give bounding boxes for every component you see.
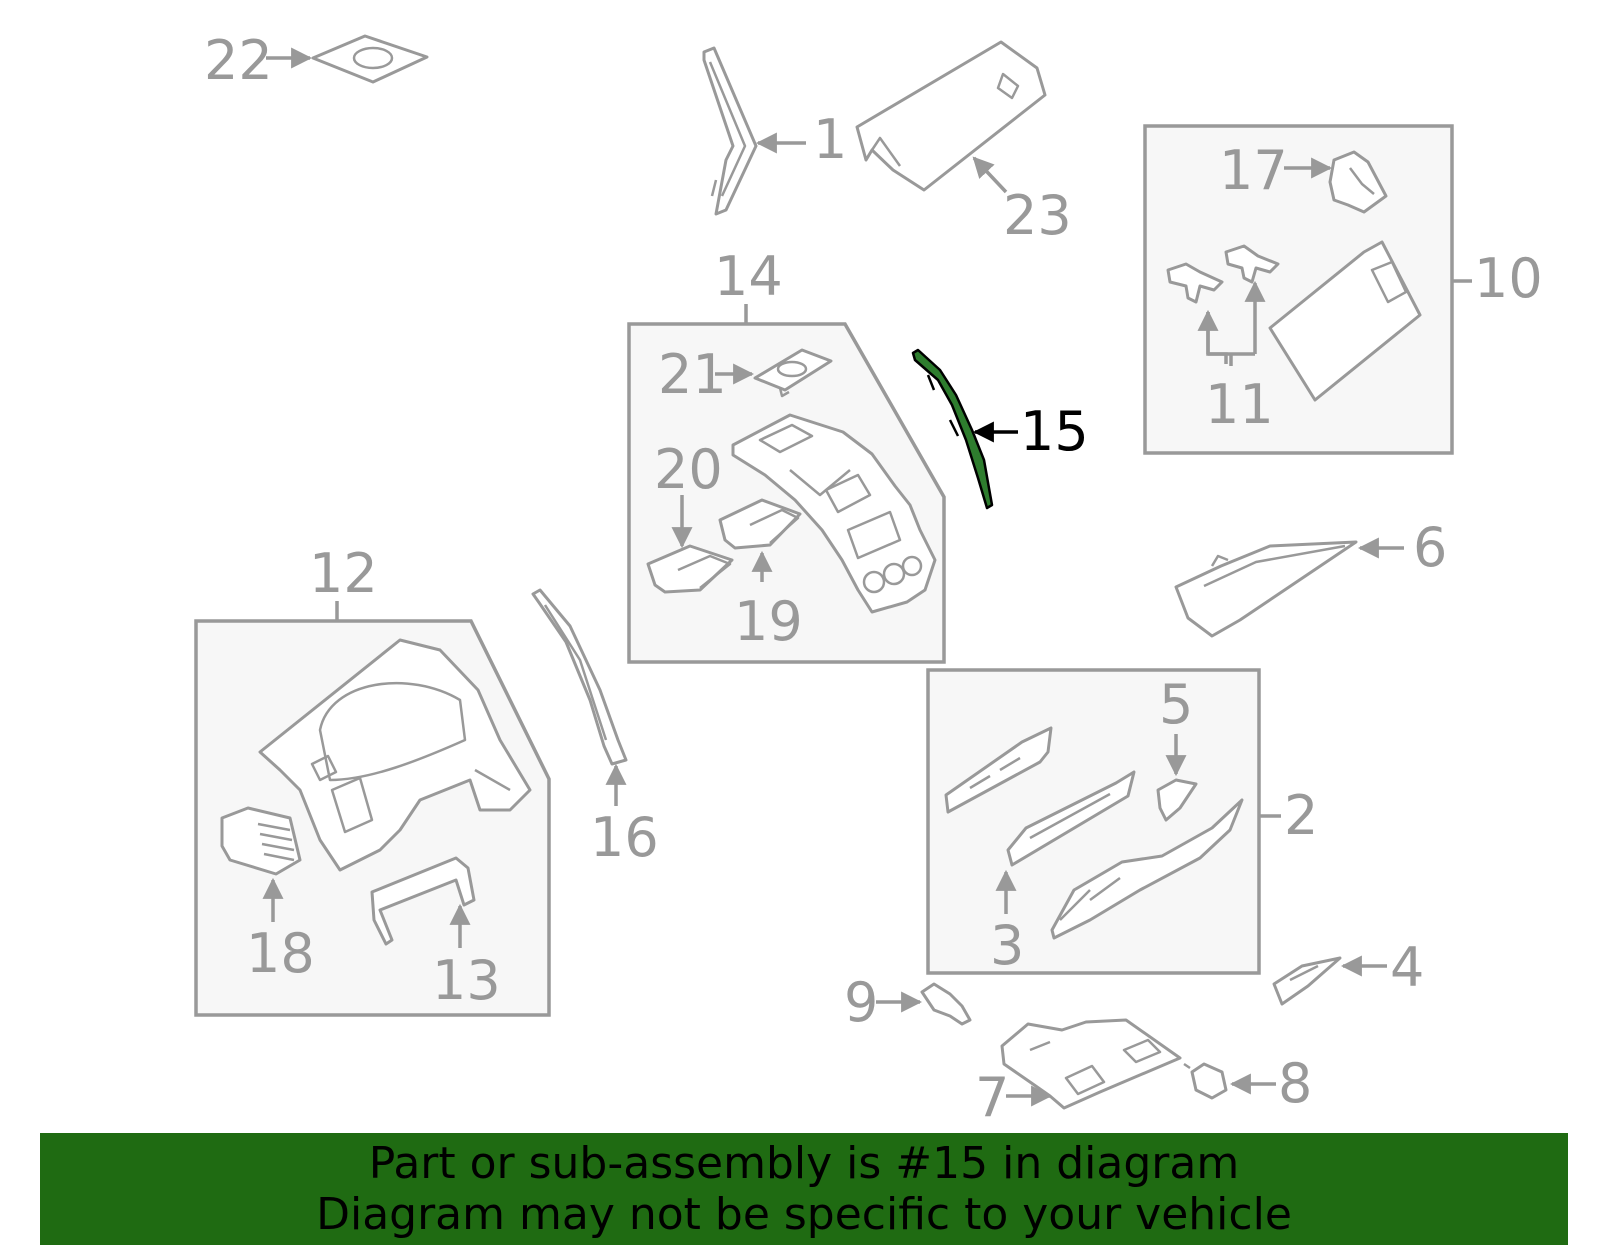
callout-9: 9 (844, 971, 878, 1034)
banner-line-1: Part or sub-assembly is #15 in diagram (368, 1138, 1240, 1189)
part-19-illustration (718, 498, 802, 550)
part-5-illustration (1156, 778, 1198, 822)
part-9-illustration (920, 982, 972, 1026)
callout-8: 8 (1278, 1052, 1312, 1115)
callout-20: 20 (654, 438, 723, 501)
part-23-illustration (855, 40, 1047, 192)
part-13-illustration (370, 856, 476, 946)
callout-3: 3 (990, 914, 1024, 977)
part-8-illustration (1183, 1062, 1228, 1100)
callout-12: 12 (309, 542, 378, 605)
callout-19: 19 (734, 590, 803, 653)
callout-6: 6 (1413, 516, 1447, 579)
info-banner: Part or sub-assembly is #15 in diagram D… (40, 1133, 1568, 1245)
callout-7: 7 (975, 1066, 1009, 1129)
group-box-2 (926, 668, 1261, 975)
part-3-illustration (1006, 770, 1136, 867)
part-17-illustration (1328, 150, 1388, 214)
callout-22: 22 (204, 29, 273, 92)
part-2-lower-trim (1050, 798, 1244, 940)
callout-2: 2 (1284, 784, 1318, 847)
part-15-illustration (911, 348, 994, 510)
callout-14: 14 (714, 245, 783, 308)
callout-15: 15 (1020, 400, 1089, 463)
callout-10: 10 (1474, 247, 1543, 310)
callout-4: 4 (1390, 936, 1424, 999)
part-21-illustration (753, 348, 833, 398)
callout-11: 11 (1205, 373, 1274, 436)
callout-18: 18 (246, 922, 315, 985)
part-6-illustration (1174, 540, 1358, 638)
callout-13: 13 (432, 949, 501, 1012)
part-14-center-panel (731, 413, 937, 614)
part-12-illustration (258, 638, 532, 872)
part-1-illustration (702, 46, 758, 216)
part-11-illustration (1166, 244, 1280, 304)
part-4-illustration (1272, 956, 1342, 1006)
leader-lines (262, 47, 1472, 1107)
callout-1: 1 (813, 108, 847, 171)
callout-23: 23 (1003, 184, 1072, 247)
banner-line-2: Diagram may not be specific to your vehi… (316, 1189, 1292, 1240)
callout-17: 17 (1219, 139, 1288, 202)
part-18-illustration (220, 806, 302, 876)
part-16-illustration (531, 588, 628, 766)
callout-16: 16 (590, 806, 659, 869)
group-box-10 (1143, 124, 1454, 455)
callout-21: 21 (658, 343, 727, 406)
part-10-illustration (1268, 240, 1422, 402)
part-22-illustration (311, 34, 429, 84)
callout-5: 5 (1159, 673, 1193, 736)
part-2-illustration (944, 726, 1053, 814)
